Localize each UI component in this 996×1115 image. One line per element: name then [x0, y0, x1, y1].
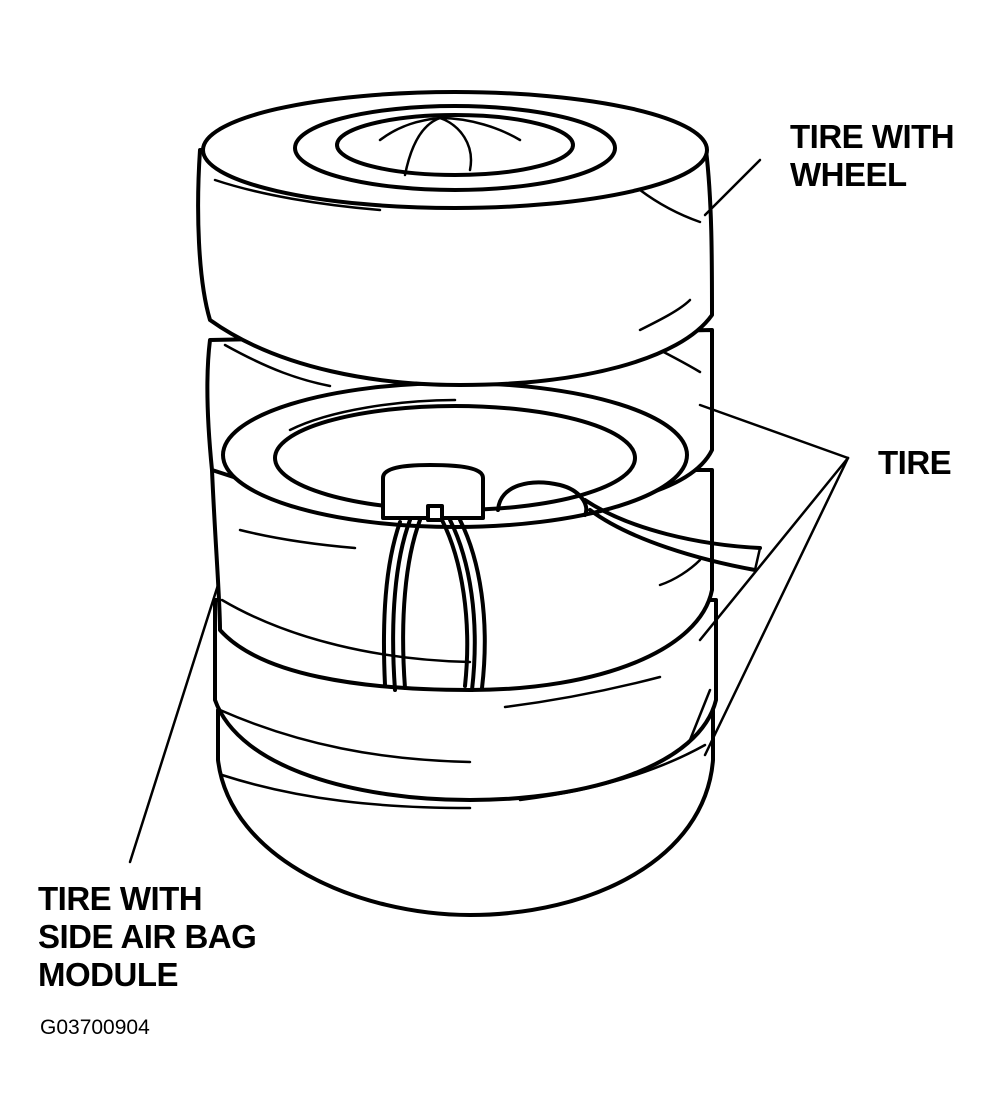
label-side-air-bag-line-1: TIRE WITH: [38, 880, 203, 917]
leader-tire-1: [698, 403, 850, 460]
figure-id: G03700904: [40, 1016, 150, 1039]
label-tire-with-wheel: TIRE WITH WHEEL: [790, 118, 955, 194]
label-tire-with-wheel-line-1: TIRE WITH: [790, 118, 955, 155]
label-side-air-bag-line-3: MODULE: [38, 956, 179, 993]
leader-tire-with-wheel: [703, 158, 762, 217]
label-tire: TIRE: [878, 444, 952, 481]
leader-tire-with-side-air-bag-module: [128, 583, 220, 864]
top-tire-with-wheel: [196, 90, 714, 387]
leader-tire-3: [703, 456, 850, 757]
leader-lines: [128, 158, 850, 864]
side-air-bag-module: [381, 463, 762, 692]
label-tire-with-wheel-line-2: WHEEL: [790, 156, 907, 193]
leader-tire-2: [698, 456, 850, 642]
label-side-air-bag-line-2: SIDE AIR BAG: [38, 918, 257, 955]
label-tire-with-side-air-bag-module: TIRE WITH SIDE AIR BAG MODULE: [38, 880, 257, 994]
